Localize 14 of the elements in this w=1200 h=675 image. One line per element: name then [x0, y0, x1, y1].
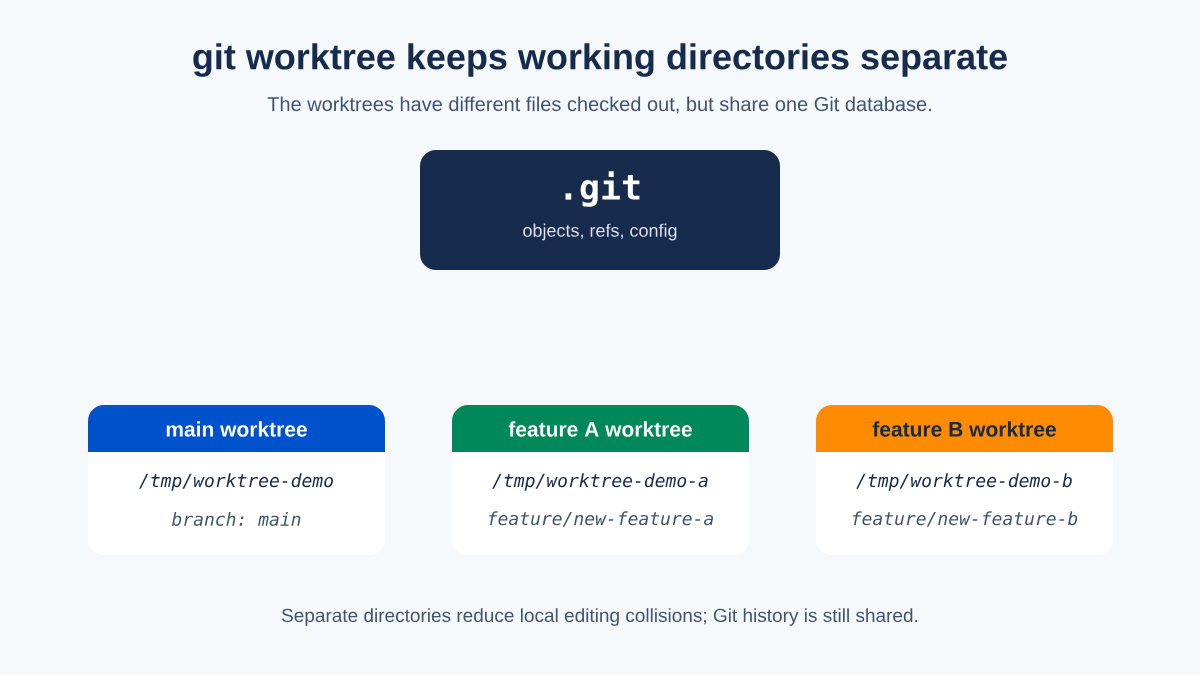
- card-title: main worktree: [166, 421, 307, 437]
- subtitle: The worktrees have different files checked out, but share one Git database.: [267, 96, 931, 114]
- card-title: feature B worktree: [872, 421, 1056, 437]
- branch-text: branch: main: [172, 512, 301, 526]
- card-title: feature A worktree: [508, 421, 692, 437]
- path-text: /tmp/worktree-demo-a: [492, 473, 708, 491]
- title: git worktree keeps working directories separate: [193, 43, 1007, 77]
- path-text: /tmp/worktree-demo: [139, 473, 333, 491]
- caption: Separate directories reduce local editing collisions; Git history is still shared.: [281, 608, 918, 626]
- box-title: .git: [565, 171, 640, 207]
- branch-text: feature/new-feature-a: [489, 511, 713, 527]
- branch-text: feature/new-feature-b: [853, 511, 1078, 527]
- path-text: /tmp/worktree-demo-b: [856, 473, 1072, 491]
- box-text: objects, refs, config: [523, 223, 677, 241]
